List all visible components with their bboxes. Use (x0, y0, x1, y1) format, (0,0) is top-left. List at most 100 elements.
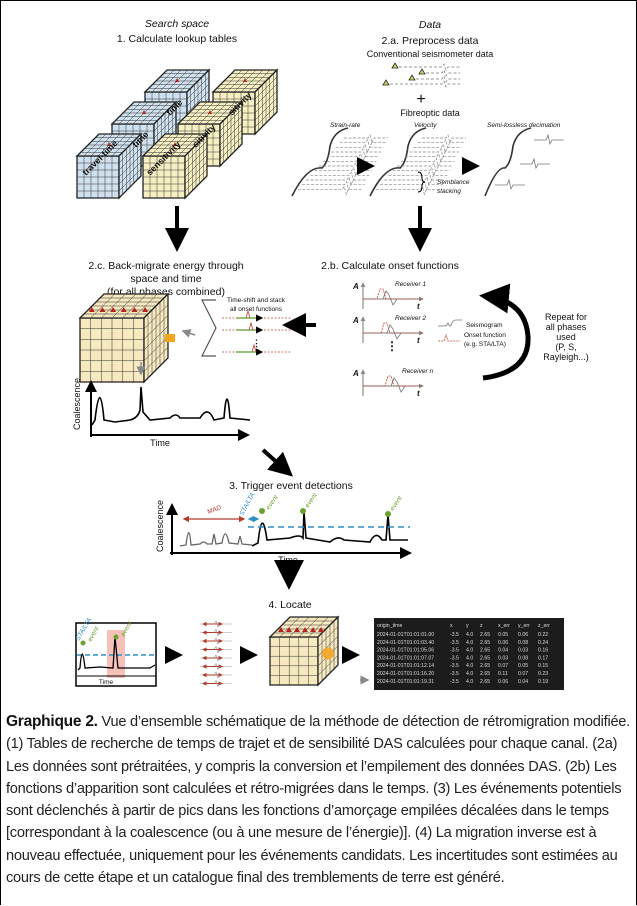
onset-legend-2: (e.g. STA/LTA) (464, 341, 506, 348)
step-4-title: 4. Locate (268, 599, 311, 611)
receiver-marker (131, 307, 138, 312)
table-cell: 0.19 (538, 679, 548, 685)
table-cell: 0.05 (498, 632, 508, 638)
travel-time-cube (75, 132, 143, 200)
table-cell: -3.5 (450, 632, 459, 638)
strain-rate-label: Strain-rate (330, 122, 361, 129)
table-header-cell: x_err (498, 623, 510, 629)
step-2b-title: 2.b. Calculate onset functions (321, 260, 459, 272)
seismogram-legend: Seismogram (466, 322, 502, 329)
receiver-marker (302, 627, 308, 632)
locate-section: 4. Locate Time STA/LTA event event origi… (75, 599, 564, 690)
receiver-marker (294, 627, 300, 632)
seismometer-icon (391, 62, 399, 69)
receiver-2-label: Receiver 2 (395, 315, 426, 322)
table-cell: 0.06 (498, 640, 508, 646)
event-marker (259, 508, 265, 514)
step-2c-title-1: 2.c. Back-migrate energy through (88, 260, 243, 272)
search-space-section: Search space 1. Calculate lookup tables … (75, 18, 279, 200)
coalescence-curve (251, 511, 408, 547)
coalescence-axis-label: Coalescence (72, 378, 82, 430)
event-marker (385, 511, 391, 517)
receiver-plot: At (352, 369, 424, 398)
table-cell: 0.08 (518, 640, 528, 646)
table-cell: 0.08 (518, 655, 528, 661)
table-cell: 4.0 (466, 679, 473, 685)
coalescence-axis-label: Coalescence (155, 500, 165, 552)
receiver-n-label: Receiver n (402, 368, 433, 375)
table-cell: 4.0 (466, 663, 473, 669)
receiver-marker (286, 627, 292, 632)
seismometer-icon (408, 74, 416, 81)
plus-sign: + (416, 91, 425, 108)
table-header-cell: y (466, 623, 469, 629)
table-header-cell: z (480, 623, 483, 629)
ellipsis: ⋮ (252, 338, 261, 348)
lookup-table-cubes (75, 68, 279, 200)
table-cell: 0.17 (538, 655, 548, 661)
receiver-marker (110, 307, 117, 312)
table-cell: 4.0 (466, 632, 473, 638)
table-cell: 2.65 (480, 648, 490, 654)
repeat-text-3: used (556, 332, 576, 342)
table-cell: 2024-01-01T01:01:16.20 (377, 671, 434, 677)
event-label: event (389, 494, 405, 512)
table-cell: 2.65 (480, 632, 490, 638)
table-cell: 0.07 (518, 671, 528, 677)
figure-caption: Graphique 2. Vue d’ensemble schématique … (6, 711, 632, 889)
seismometer-traces (382, 62, 460, 88)
table-cell: -3.5 (450, 671, 459, 677)
table-header-cell: origin_time (377, 623, 402, 629)
step-1-title: 1. Calculate lookup tables (117, 33, 237, 45)
semblance-label-2: stacking (437, 188, 461, 195)
onset-legend-1: Onset function (464, 332, 506, 339)
table-cell: -3.5 (450, 655, 459, 661)
event-zoom-panel: Time STA/LTA event event (75, 617, 157, 687)
caption-text: Vue d’ensemble schématique de la méthode… (6, 714, 630, 887)
table-header-cell: x (450, 623, 453, 629)
event-marker (300, 508, 306, 514)
time-axis-label: Time (278, 555, 298, 565)
search-grid-cube (78, 292, 175, 384)
receiver-1-label: Receiver 1 (395, 281, 426, 288)
fibreoptic-label: Fibreoptic data (400, 108, 460, 118)
repeat-text-4: (P, S, (555, 342, 576, 352)
search-space-heading: Search space (145, 18, 209, 30)
time-axis-label: t (417, 302, 420, 311)
search-grid-cube (78, 292, 175, 384)
conventional-label: Conventional seismometer data (367, 49, 494, 59)
table-header-cell: z_err (538, 623, 550, 629)
data-heading: Data (419, 19, 441, 31)
coalescence-curve (91, 386, 251, 426)
time-axis-label: t (417, 336, 420, 345)
amplitude-axis-label: A (352, 282, 359, 291)
preprocess-section: Data 2.a. Preprocess data Conventional s… (291, 19, 564, 197)
background-coalescence (179, 531, 253, 547)
table-cell: 0.06 (498, 679, 508, 685)
table-cell: -3.5 (450, 663, 459, 669)
coalescence-plot: Coalescence Time (72, 378, 251, 448)
arrow-diagonal-icon (261, 448, 293, 477)
amplitude-axis-label: A (352, 316, 359, 325)
ellipsis: ⋮ (386, 339, 398, 353)
table-cell: 0.22 (538, 632, 548, 638)
trigger-section: 3. Trigger event detections MAD STA/LTA … (155, 480, 412, 565)
amplitude-axis-label: A (352, 369, 359, 378)
receiver-marker (99, 307, 106, 312)
stack-label-2: all onset functions (230, 306, 283, 313)
location-cube (268, 615, 340, 687)
caption-label: Graphique 2. (6, 713, 98, 730)
table-cell: 2.65 (480, 655, 490, 661)
table-cell: 2024-01-01T01:01:12.14 (377, 663, 434, 669)
sigma-icon (201, 299, 217, 357)
table-cell: 0.03 (518, 648, 528, 654)
table-cell: 2.65 (480, 663, 490, 669)
table-cell: 4.0 (466, 640, 473, 646)
event-label: event (304, 491, 320, 509)
table-cell: 4.0 (466, 648, 473, 654)
table-cell: 0.06 (518, 632, 528, 638)
